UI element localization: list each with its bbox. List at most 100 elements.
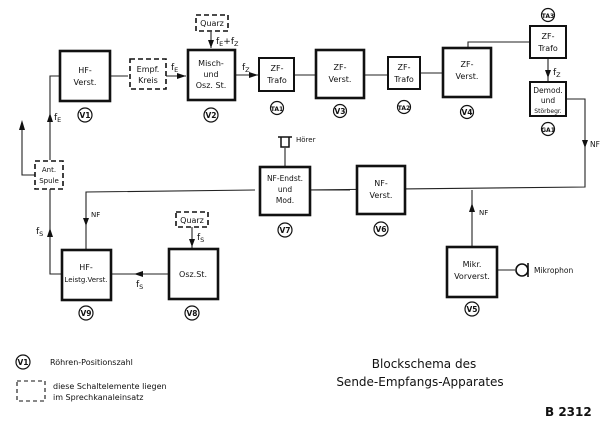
block-ta1-zf-trafo: ZF- Trafo TA1 [258,57,295,116]
legend-circle-text: Röhren-Positionszahl [50,358,133,367]
block-label: HF- [79,263,93,272]
position-number: V4 [461,108,472,117]
block-label: Quarz [200,19,224,28]
block-label: und [278,185,293,194]
microphone-icon [515,263,529,277]
block-label: HF- [78,66,92,75]
signal-fe-plus-fz: fE+fZ [216,37,239,48]
block-v1-hf-verst: HF- Verst. V1 [58,49,112,123]
block-label: Osz.St. [179,270,207,279]
block-v5-mikr-vorverst: Mikr. Vorverst. V5 [445,245,499,317]
position-number: V2 [205,111,216,120]
block-label: Trafo [266,76,287,85]
legend-circle-icon [15,354,31,370]
block-label: ZF- [398,63,411,72]
block-v7-nf-endst-mod: NF-Endst. und Mod. V7 [258,165,312,238]
block-label: und [203,70,218,79]
block-label: Trafo [537,44,558,53]
block-label: Verst. [74,78,97,87]
legend-circle-sample: V1 [17,358,28,367]
hoerer-label: Hörer [296,136,316,144]
block-ta2-zf-trafo: ZF- Trafo TA2 [387,56,421,115]
block-label: Leistg.Verst. [64,276,107,284]
wire-antenna [21,128,35,176]
signal-fe-mixer: fE [171,63,178,74]
signal-fz-demod: fZ [553,68,561,79]
wire-v4-ta3 [467,41,530,48]
wire-v7-v9 [85,189,256,250]
signal-nf-modulation: NF [91,211,100,219]
block-label: Spule [39,177,59,185]
signal-fs-antenna: fS [36,227,43,238]
block-label: Vorverst. [454,272,490,281]
fz-down-arrow [545,70,551,78]
position-number: V3 [334,107,345,116]
block-label: Mod. [276,196,294,205]
signal-labels: fE fE fE+fZ fZ fZ NF NF NF fS fS fS [36,37,600,291]
fs-left-arrow [134,271,143,277]
diagram-title: Blockschema des Sende-Empfangs-Apparates… [336,357,591,419]
block-ant-spule: Ant. Spule [34,160,64,190]
block-quarz-tx: Quarz [175,211,209,228]
block-label: und [541,96,556,105]
block-ta3-zf-trafo: TA3 ZF- Trafo [529,7,567,59]
block-label: ZF- [334,63,347,72]
block-v6-nf-verst: NF- Verst. V6 [355,164,407,237]
signal-nf-demod: NF [590,140,600,149]
block-label: Mikr. [463,260,482,269]
nf-down-arrow-left [83,218,89,226]
block-label: Ant. [42,166,56,174]
title-line-2: Sende-Empfangs-Apparates [336,375,503,389]
signal-nf-microphone: NF [479,209,488,217]
signal-fe-antenna: fE [54,113,61,124]
block-label: Störbegr. [534,108,562,115]
legend-dashed-text-1: diese Schaltelemente liegen [53,382,167,391]
block-label: Quarz [180,216,204,225]
block-label: NF-Endst. [267,174,303,183]
fe-up-arrow [47,113,53,122]
block-label: ZF- [461,60,474,69]
position-number: V6 [375,225,386,234]
wire-ant-to-v1 [49,75,60,160]
antenna-arrow [19,120,25,130]
legend-dashed-text-2: im Sprechkanaleinsatz [53,393,143,402]
position-number: V7 [279,226,290,235]
position-number: GA1 [541,127,555,134]
signal-fz-mixer-out: fZ [242,63,250,74]
fe-fz-down-arrow [208,40,214,48]
block-label: Verst. [370,191,393,200]
block-label: NF- [374,179,388,188]
block-v8-osz-st: Osz.St. V8 [167,247,220,321]
drawing-code: B 2312 [545,405,592,419]
fs-up-arrow [47,228,53,237]
block-v4-zf-verst: ZF- Verst. V4 [441,46,493,120]
legend-dashed-box-icon [16,380,46,402]
position-number: TA1 [271,106,283,113]
position-number: V8 [186,309,197,318]
block-v2-misch-osz: Misch- und Osz. St. V2 [186,48,237,123]
arrowheads [19,40,588,277]
mikrophon-label: Mikrophon [534,266,574,275]
block-quarz-rx: Quarz [195,14,229,32]
position-number: V1 [79,111,90,120]
position-number: TA2 [398,105,410,112]
block-v9-hf-leistg-verst: HF- Leistg.Verst. V9 [60,248,113,321]
block-label: Empf. [137,65,160,74]
block-label: Verst. [329,75,352,84]
block-label: Verst. [456,72,479,81]
block-label: Trafo [393,75,414,84]
nf-up-arrow [469,203,475,212]
position-number: TA3 [542,13,554,20]
signal-fs-quarz: fS [197,233,204,244]
nf-down-arrow-right [582,140,588,148]
position-number: V9 [80,309,91,318]
signal-fs-oscillator: fS [136,280,143,291]
block-ga1-demod: Demod. und Störbegr. GA1 [529,81,567,137]
block-label: ZF- [542,32,555,41]
block-label: Misch- [198,59,224,68]
legend: V1 Röhren-Positionszahl diese Schaltelem… [15,354,167,402]
wire-v9-ant [49,189,62,275]
title-line-1: Blockschema des [372,357,476,371]
fe-right-arrow [177,73,186,79]
